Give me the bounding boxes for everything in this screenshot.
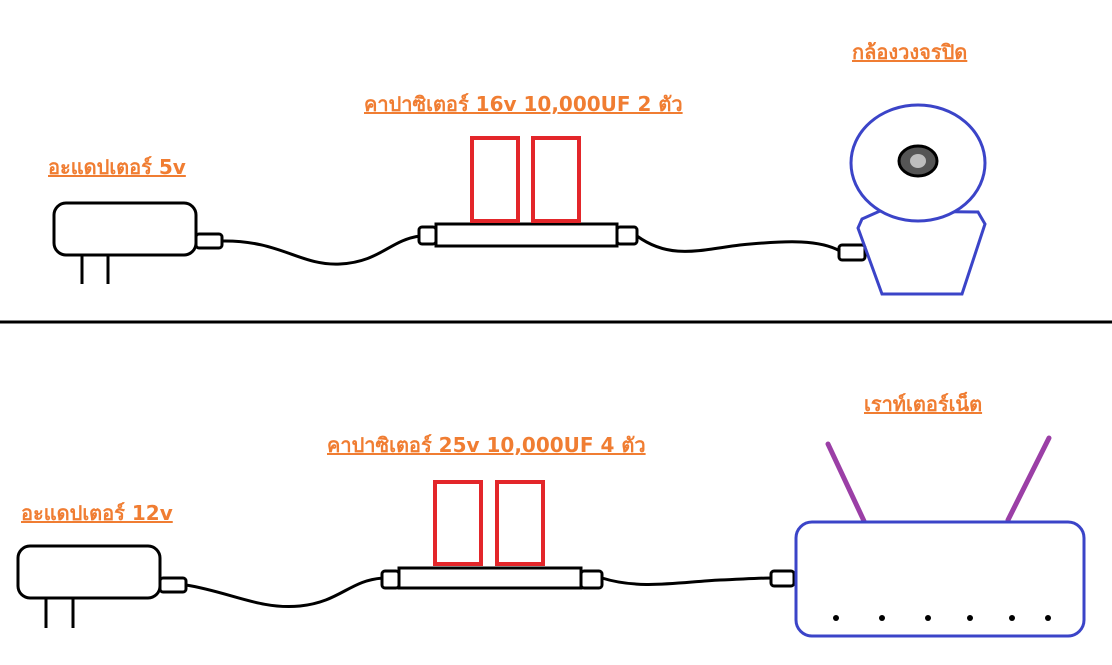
cable	[601, 576, 773, 586]
capacitor-board	[397, 566, 583, 590]
adapter-body	[52, 201, 198, 257]
connector-left	[380, 569, 401, 590]
adapter-body	[16, 544, 162, 600]
router-body	[794, 520, 1086, 638]
router-plug	[769, 569, 796, 588]
bottom-capacitor-label: คาปาซิเตอร์ 25v 10,000UF 4 ตัว	[327, 433, 646, 457]
cable	[221, 234, 421, 266]
router-led	[967, 615, 973, 621]
connector-right	[615, 225, 639, 246]
camera-base	[856, 209, 987, 296]
router-led	[1045, 615, 1051, 621]
capacitor	[495, 480, 545, 566]
camera-plug	[837, 243, 867, 262]
power-adapter-5v	[52, 201, 224, 284]
capacitor-module-top	[417, 136, 639, 248]
cable	[636, 234, 841, 253]
power-adapter-12v	[16, 544, 188, 628]
connector-right	[579, 569, 604, 590]
router-led	[925, 615, 931, 621]
adapter-plug-tip	[158, 576, 188, 594]
capacitor-module-bottom	[380, 480, 604, 590]
bottom-device-label: เราท์เตอร์เน็ต	[864, 392, 983, 416]
cable	[185, 576, 384, 609]
top-adapter-label: อะแดปเตอร์ 5v	[48, 155, 186, 179]
router-icon	[794, 435, 1086, 638]
top-section	[52, 103, 987, 296]
top-capacitor-label: คาปาซิเตอร์ 16v 10,000UF 2 ตัว	[364, 92, 683, 116]
router-led	[833, 615, 839, 621]
router-led	[1009, 615, 1015, 621]
bottom-section	[16, 435, 1086, 638]
adapter-plug-tip	[194, 232, 224, 250]
camera-lens-inner	[910, 154, 926, 168]
bottom-adapter-label: อะแดปเตอร์ 12v	[21, 501, 173, 525]
router-antenna-left	[825, 441, 867, 524]
router-antenna-right	[1005, 435, 1052, 523]
router-led	[879, 615, 885, 621]
capacitor	[470, 136, 520, 223]
capacitor-board	[434, 222, 619, 248]
top-device-label: กล้องวงจรปิด	[852, 40, 968, 64]
capacitor	[433, 480, 483, 566]
cctv-camera-icon	[849, 103, 987, 296]
capacitor	[531, 136, 581, 223]
connector-left	[417, 225, 438, 246]
